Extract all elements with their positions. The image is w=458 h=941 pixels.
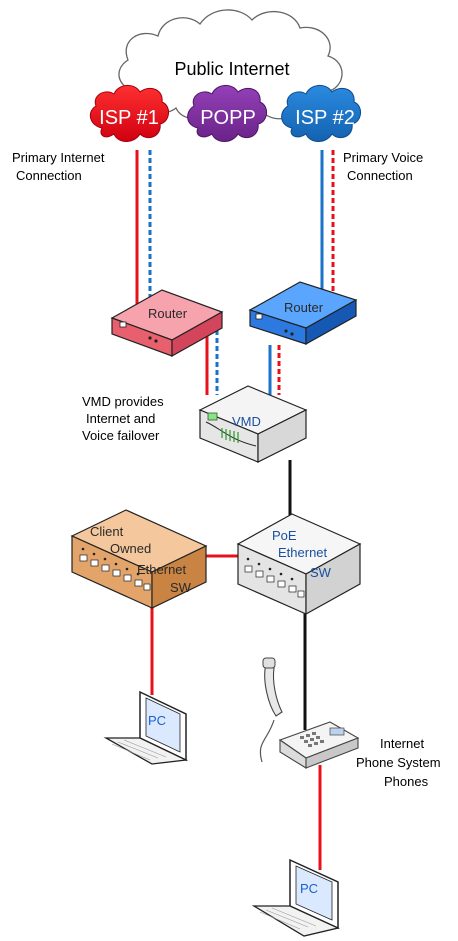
- isp2-label: ISP #2: [295, 107, 355, 129]
- primary-internet-annotation: Primary Internet Connection: [12, 150, 105, 183]
- client-switch-line-3: Ethernet: [137, 562, 187, 577]
- pc-left: PC: [103, 690, 189, 765]
- client-switch-line-2: Owned: [110, 541, 151, 556]
- client-owned-switch: Client Owned Ethernet SW: [70, 509, 208, 609]
- router-icon: [110, 289, 224, 358]
- client-switch-line-4: SW: [170, 580, 192, 595]
- router-left: Router: [110, 289, 224, 358]
- ethernet-switch-icon: [70, 509, 208, 609]
- primary-internet-line-2: Connection: [16, 168, 82, 183]
- popp-label: POPP: [200, 107, 256, 129]
- isp1-label: ISP #1: [99, 107, 159, 129]
- ethernet-switch-icon: [236, 513, 362, 616]
- cloud-label: Public Internet: [174, 59, 289, 79]
- router-left-label: Router: [148, 306, 188, 321]
- router-right-label: Router: [284, 300, 324, 315]
- phones-note-line-2: Phone System: [356, 755, 441, 770]
- laptop-icon: [103, 690, 189, 765]
- vmd-appliance-icon: [198, 385, 308, 463]
- phones-note-line-1: Internet: [380, 736, 424, 751]
- phones-note-line-3: Phones: [384, 774, 429, 789]
- primary-voice-annotation: Primary Voice Connection: [343, 150, 423, 183]
- primary-voice-line-2: Connection: [347, 168, 413, 183]
- ip-phone-icon: [259, 657, 360, 769]
- isp2-bubble: ISP #2: [281, 85, 361, 142]
- client-switch-line-1: Client: [90, 524, 124, 539]
- phones-annotation: Internet Phone System Phones: [356, 736, 441, 789]
- poe-switch-line-3: SW: [310, 565, 332, 580]
- poe-switch-line-2: Ethernet: [278, 545, 328, 560]
- primary-internet-line-1: Primary Internet: [12, 150, 105, 165]
- vmd-appliance: VMD: [198, 385, 308, 463]
- router-right: Router: [248, 281, 358, 346]
- vmd-note-line-1: VMD provides: [82, 394, 164, 409]
- connections: [135, 150, 335, 870]
- vmd-note-line-3: Voice failover: [82, 428, 160, 443]
- primary-voice-line-1: Primary Voice: [343, 150, 423, 165]
- ip-phone: [259, 657, 360, 769]
- isp1-bubble: ISP #1: [89, 85, 169, 142]
- poe-switch-line-1: PoE: [272, 528, 297, 543]
- vmd-note-line-2: Internet and: [86, 411, 155, 426]
- pc-left-label: PC: [148, 713, 166, 728]
- vmd-annotation: VMD provides Internet and Voice failover: [82, 394, 164, 443]
- router-icon: [248, 281, 358, 346]
- poe-ethernet-switch: PoE Ethernet SW: [236, 513, 362, 616]
- popp-bubble: POPP: [187, 85, 267, 142]
- vmd-label: VMD: [232, 414, 261, 429]
- laptop-icon: [251, 858, 340, 937]
- pc-bottom: PC: [251, 858, 340, 937]
- pc-bottom-label: PC: [300, 881, 318, 896]
